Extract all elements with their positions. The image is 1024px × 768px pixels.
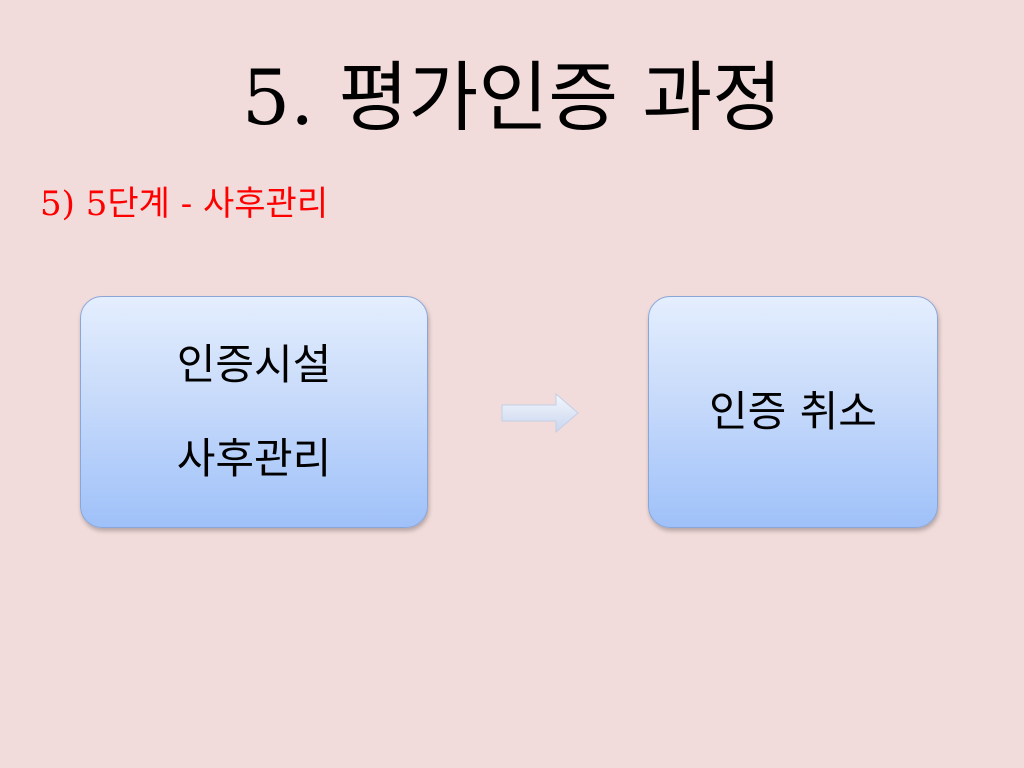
box-label: 인증 취소 [709, 387, 877, 436]
box-label-line2: 사후관리 [176, 434, 332, 483]
box-label-line1: 인증시설 [176, 340, 332, 389]
post-management-box: 인증시설 사후관리 [80, 296, 428, 528]
step-subtitle: 5) 5단계 - 사후관리 [40, 184, 329, 224]
right-arrow-icon [501, 392, 579, 434]
certification-cancel-box: 인증 취소 [648, 296, 938, 528]
slide-title: 5. 평가인증 과정 [241, 53, 783, 142]
